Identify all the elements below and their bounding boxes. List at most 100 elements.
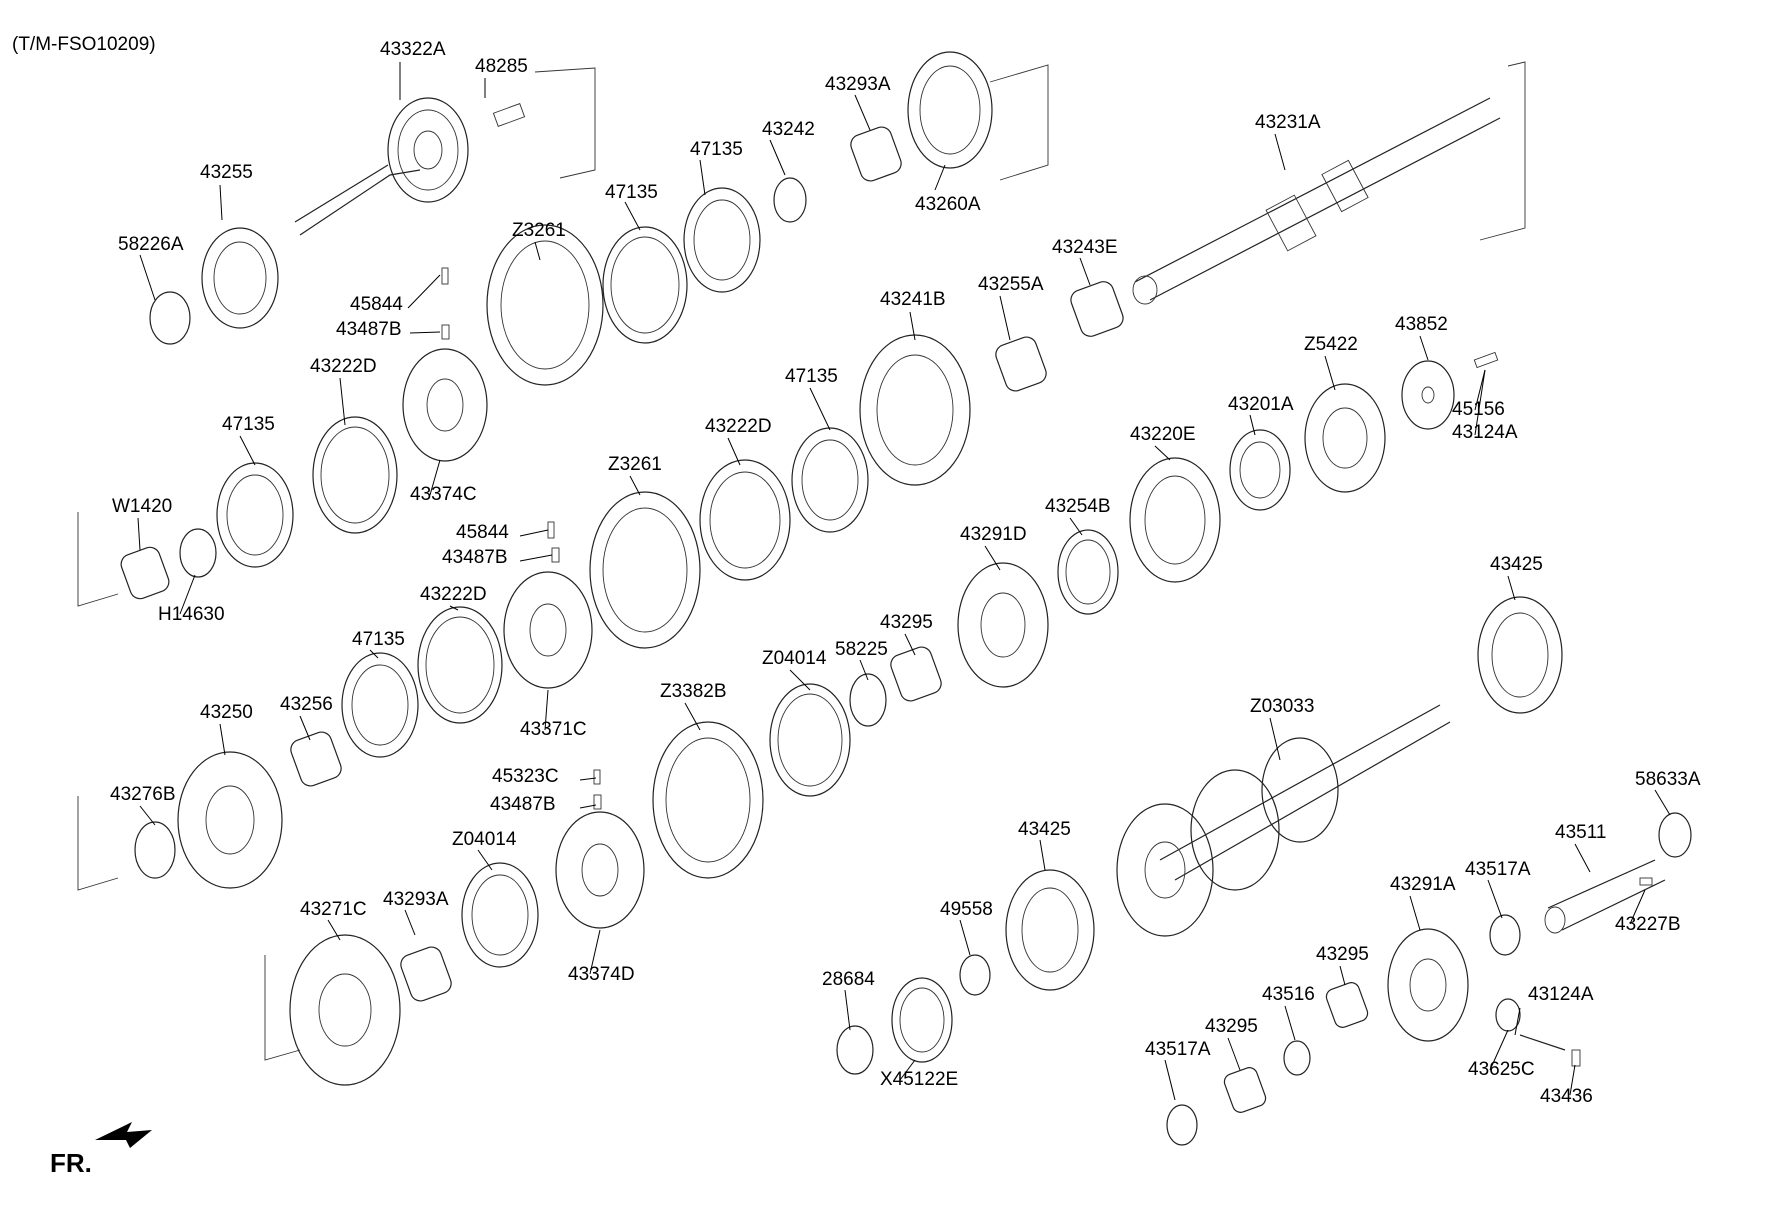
callout-leader-52 xyxy=(1487,879,1503,919)
gear-43291A xyxy=(1387,928,1469,1042)
callout-leader-65 xyxy=(1489,1029,1509,1071)
part-label-13: 43487B xyxy=(336,319,402,340)
part-label-39: Z04014 xyxy=(762,648,827,669)
callout-leader-63 xyxy=(1339,965,1346,986)
pin-43227B xyxy=(1639,877,1653,886)
callout-leader-45 xyxy=(139,805,156,826)
part-label-60: 43295 xyxy=(1205,1016,1258,1037)
part-label-47: 43487B xyxy=(490,794,556,815)
callout-leader-47 xyxy=(579,804,597,809)
callout-leader-36 xyxy=(544,689,549,731)
part-label-66: X45122E xyxy=(880,1069,958,1090)
callout-leader-16 xyxy=(909,311,916,341)
front-arrow-icon xyxy=(95,1122,152,1148)
bearing-43295-a xyxy=(890,646,942,702)
washer-43517A-a xyxy=(1489,914,1521,956)
callout-leader-12 xyxy=(407,274,441,309)
callout-leader-26 xyxy=(1249,414,1256,436)
part-label-59: 28684 xyxy=(822,969,875,990)
callout-leader-14 xyxy=(339,377,346,426)
callout-leader-59 xyxy=(844,989,851,1031)
pin-45323C xyxy=(593,769,601,785)
bearing-43293A-top xyxy=(850,126,902,182)
part-label-31: 43487B xyxy=(442,547,508,568)
callout-leader-61 xyxy=(1284,1005,1296,1041)
callout-leader-6 xyxy=(624,201,641,231)
callout-leader-42 xyxy=(299,715,311,741)
part-label-9: Z3261 xyxy=(512,220,566,241)
part-label-50: 43511 xyxy=(1555,822,1606,843)
callout-leader-11 xyxy=(1079,257,1091,286)
part-label-25: Z3261 xyxy=(608,454,662,475)
part-label-18: Z5422 xyxy=(1304,334,1358,355)
callout-leader-10 xyxy=(1274,133,1286,171)
part-label-57: 43291A xyxy=(1390,874,1456,895)
bearing-43425-a xyxy=(1477,596,1563,714)
counter-shaft-Z03033 xyxy=(1116,704,1451,937)
ring-43222D-c xyxy=(417,606,503,724)
bearing-43293A-bottom xyxy=(400,946,452,1002)
part-label-35: 47135 xyxy=(352,629,405,650)
part-labels: 43322A4828543293A432424713543260A4713543… xyxy=(110,39,1701,1107)
ring-47135-b xyxy=(683,187,761,293)
part-label-49: Z04014 xyxy=(452,829,517,850)
part-label-23: 47135 xyxy=(222,414,275,435)
part-label-29: H14630 xyxy=(158,604,225,625)
callout-leader-56 xyxy=(959,919,971,956)
snap-ring-49558 xyxy=(959,954,991,996)
callout-leader-50 xyxy=(1574,843,1591,873)
gear-43250 xyxy=(177,751,283,889)
bushing-43243E xyxy=(1070,281,1124,337)
part-label-2: 43293A xyxy=(825,74,891,95)
callout-leader-32 xyxy=(1069,517,1083,536)
part-label-51: 43425 xyxy=(1018,819,1071,840)
snap-ring-28684 xyxy=(836,1025,874,1075)
callout-leader-55 xyxy=(589,929,601,975)
part-label-0: 43322A xyxy=(380,39,446,60)
callout-leader-9 xyxy=(534,241,541,261)
callout-leader-28 xyxy=(137,517,141,551)
part-label-19: 43852 xyxy=(1395,314,1448,335)
callout-leader-8 xyxy=(139,254,156,301)
callout-leader-37 xyxy=(1507,575,1516,601)
part-label-61: 43516 xyxy=(1262,984,1315,1005)
callout-leader-7 xyxy=(219,184,223,221)
part-label-22: 47135 xyxy=(785,366,838,387)
part-label-65: 43625C xyxy=(1468,1059,1535,1080)
part-label-54: 43293A xyxy=(383,889,449,910)
callout-leader-15 xyxy=(429,459,441,496)
sync-ring-z3261-top xyxy=(486,224,604,386)
bolt-assembly-43625C xyxy=(1495,998,1581,1067)
callout-leader-44 xyxy=(1269,717,1281,761)
part-label-28: W1420 xyxy=(112,496,172,517)
spring-43487B-c xyxy=(593,794,602,810)
callout-leader-33 xyxy=(984,545,1001,571)
callout-leader-24 xyxy=(727,437,741,466)
callout-leader-53 xyxy=(327,919,341,941)
callout-leader-13 xyxy=(409,331,441,334)
callout-leader-3 xyxy=(769,139,786,176)
callout-leader-23 xyxy=(239,435,256,466)
ring-43222D-b xyxy=(699,459,791,581)
washer-43254B xyxy=(1057,529,1119,615)
callout-leader-51 xyxy=(1039,839,1046,871)
gear-43260A xyxy=(907,51,993,169)
callout-leader-38 xyxy=(904,633,916,656)
hub-43374C xyxy=(402,348,488,462)
part-label-63: 43295 xyxy=(1316,944,1369,965)
callout-leader-31 xyxy=(519,554,553,562)
part-label-30: 45844 xyxy=(456,522,509,543)
diagram-code: (T/M-FSO10209) xyxy=(12,34,156,55)
gear-43241B xyxy=(859,334,971,486)
part-label-10: 43231A xyxy=(1255,112,1321,133)
callout-leader-67 xyxy=(1569,1064,1576,1096)
callout-leader-25 xyxy=(629,475,641,496)
input-shaft-assembly xyxy=(294,97,526,236)
bearing-43255 xyxy=(149,227,279,345)
callout-leader-60 xyxy=(1227,1037,1241,1071)
part-label-26: 43201A xyxy=(1228,394,1294,415)
callout-leader-5 xyxy=(934,164,946,191)
bearing-43295-b xyxy=(1325,982,1369,1028)
callout-leader-2 xyxy=(854,94,871,131)
part-label-24: 43222D xyxy=(705,416,772,437)
